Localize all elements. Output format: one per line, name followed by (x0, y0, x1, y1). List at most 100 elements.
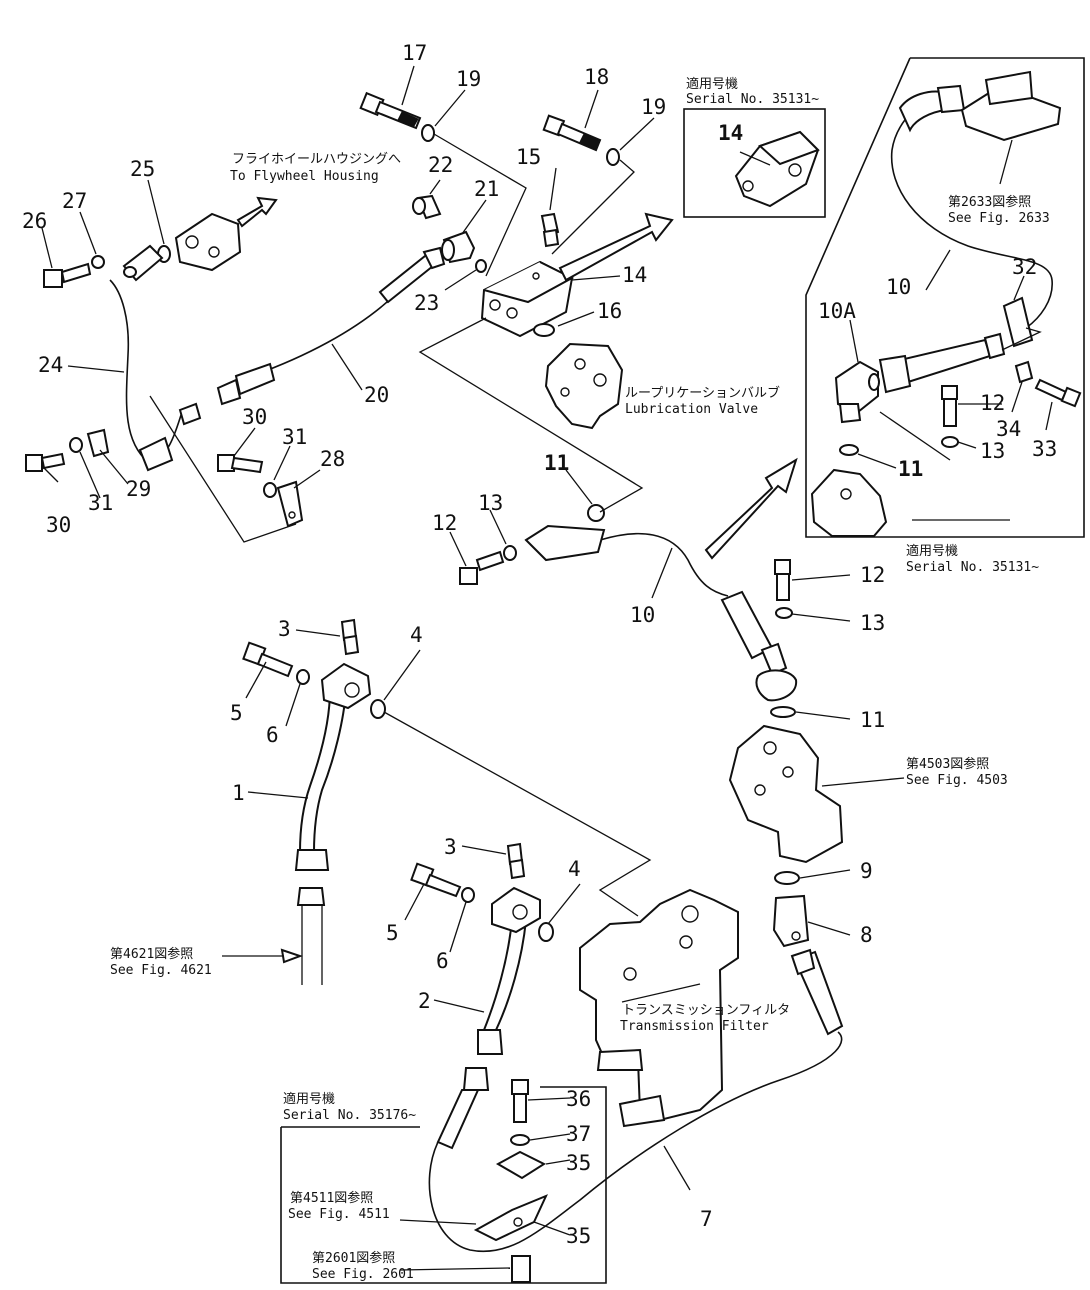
washer-6b (461, 887, 475, 903)
bolt-5a (242, 641, 294, 678)
label-22: 22 (428, 153, 453, 177)
label-20: 20 (364, 383, 389, 407)
label-10A: 10A (818, 299, 856, 323)
fitting-8 (772, 894, 810, 948)
note-serial-bottom-jp: 適用号機 (283, 1091, 335, 1107)
label-37: 37 (566, 1122, 591, 1146)
o-ring-23 (475, 259, 487, 273)
pipe-20 (216, 246, 446, 406)
label-35a: 35 (566, 1151, 591, 1175)
label-25: 25 (130, 157, 155, 181)
note-fig4503-jp: 第4503図参照 (906, 756, 989, 772)
bolt-26 (43, 262, 92, 288)
note-fig2633-jp: 第2633図参照 (948, 194, 1031, 210)
arrow-to-inset-top (558, 212, 674, 282)
label-11a: 11 (544, 451, 569, 475)
label-23: 23 (414, 291, 439, 315)
label-5b: 5 (386, 921, 399, 945)
label-3a: 3 (278, 617, 291, 641)
valve-body-4503 (728, 724, 844, 864)
bolt-30b (217, 454, 264, 474)
washer-31b (263, 482, 277, 498)
o-ring-11b (770, 706, 796, 718)
note-lubrication-en: Lubrication Valve (625, 402, 758, 417)
note-fig2601-jp: 第2601図参照 (312, 1250, 395, 1266)
pipe-24 (109, 279, 202, 472)
inset-frame-bottom (280, 1086, 607, 1284)
hose-7 (428, 948, 844, 1253)
plug-22 (412, 194, 442, 220)
label-1: 1 (232, 781, 245, 805)
label-7: 7 (700, 1207, 713, 1231)
fitting-3a (340, 618, 360, 656)
washer-6a (296, 669, 310, 685)
note-fig4621-en: See Fig. 4621 (110, 963, 212, 978)
note-serial-right-jp: 適用号機 (906, 543, 958, 559)
label-17: 17 (402, 41, 427, 65)
label-27: 27 (62, 189, 87, 213)
bolt-12c (941, 385, 958, 427)
valve-body-inset (810, 468, 888, 537)
label-30b: 30 (242, 405, 267, 429)
washer-13a (503, 545, 517, 561)
block-14-inset (734, 130, 820, 208)
label-30a: 30 (46, 513, 71, 537)
label-21: 21 (474, 177, 499, 201)
bracket-2601 (511, 1255, 531, 1283)
label-4b: 4 (568, 857, 581, 881)
washer-19b (606, 148, 620, 166)
label-36: 36 (566, 1087, 591, 1111)
pipe-1 (294, 689, 348, 985)
o-ring-11a (587, 504, 605, 522)
label-14a: 14 (622, 263, 647, 287)
label-16: 16 (597, 299, 622, 323)
label-19b: 19 (641, 95, 666, 119)
label-19a: 19 (456, 67, 481, 91)
bolt-33 (1034, 378, 1082, 408)
washer-13c (941, 436, 959, 448)
label-6a: 6 (266, 723, 279, 747)
label-26: 26 (22, 209, 47, 233)
label-15: 15 (516, 145, 541, 169)
label-31a: 31 (88, 491, 113, 515)
inset-frame-top (683, 108, 826, 218)
spacer-34 (1014, 360, 1034, 384)
bolt-30a (25, 452, 66, 472)
bracket-2633 (960, 70, 1062, 142)
washer-31a (69, 437, 83, 453)
note-fig4511-en: See Fig. 4511 (288, 1207, 390, 1222)
note-fig2633-en: See Fig. 2633 (948, 211, 1050, 226)
clamp-35a (495, 1150, 547, 1180)
arrow-to-flywheel (236, 196, 278, 228)
label-13b: 13 (860, 611, 885, 635)
label-13c: 13 (980, 439, 1005, 463)
flange-10-end (524, 524, 606, 562)
inset-frame-right (805, 57, 1085, 538)
bolt-17 (359, 91, 422, 130)
note-lubrication-jp: ループリケーションバルブ (625, 385, 780, 401)
label-10a: 10 (630, 603, 655, 627)
washer-19a (421, 124, 435, 142)
label-18: 18 (584, 65, 609, 89)
bolt-5b (410, 862, 462, 898)
note-serial-top-jp: 適用号機 (686, 76, 738, 92)
label-31b: 31 (282, 425, 307, 449)
clamp-29 (86, 428, 110, 458)
label-4a: 4 (410, 623, 423, 647)
note-serial-right-en: Serial No. 35131~ (906, 560, 1039, 575)
label-10b: 10 (886, 275, 911, 299)
note-fig4503-en: See Fig. 4503 (906, 773, 1008, 788)
o-ring-9 (774, 871, 800, 885)
label-6b: 6 (436, 949, 449, 973)
label-13a: 13 (478, 491, 503, 515)
hose-10-main (599, 532, 798, 702)
clamp-35b (473, 1194, 548, 1242)
label-12c: 12 (980, 391, 1005, 415)
flange-pipe-2 (491, 886, 541, 934)
note-filter-jp: トランスミッションフィルタ (622, 1003, 790, 1018)
label-34: 34 (996, 417, 1021, 441)
elbow-10A (834, 360, 880, 424)
label-12a: 12 (432, 511, 457, 535)
